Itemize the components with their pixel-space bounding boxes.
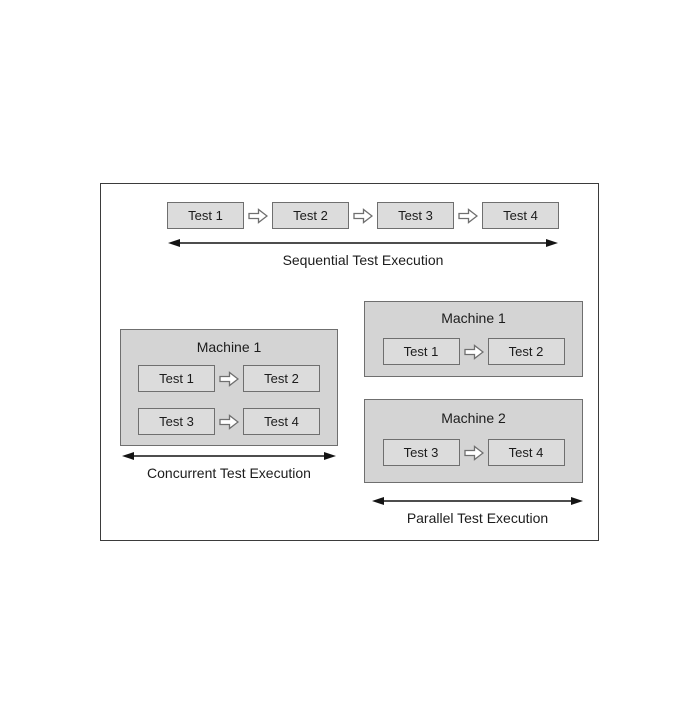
right-arrow-icon xyxy=(458,207,478,224)
machine-test-row: Test 1 Test 2 xyxy=(121,365,337,392)
test-box: Test 1 xyxy=(167,202,244,229)
concurrent-machine-box: Machine 1 Test 1 Test 2 Test 3 Test 4 xyxy=(120,329,338,446)
parallel-machine-box-1: Machine 1 Test 1 Test 2 xyxy=(364,301,583,377)
right-arrow-icon xyxy=(219,413,239,430)
test-box: Test 2 xyxy=(487,338,565,365)
machine-test-row: Test 3 Test 4 xyxy=(121,408,337,435)
right-arrow-icon xyxy=(248,207,268,224)
machine-title: Machine 1 xyxy=(441,310,506,326)
machine-title: Machine 1 xyxy=(196,339,262,355)
right-arrow-icon xyxy=(353,207,373,224)
right-arrow-icon xyxy=(463,444,484,461)
test-box: Test 4 xyxy=(243,408,320,435)
concurrent-label: Concurrent Test Execution xyxy=(147,465,311,481)
double-arrow-icon xyxy=(372,497,583,505)
parallel-machine-box-2: Machine 2 Test 3 Test 4 xyxy=(364,399,583,483)
parallel-label: Parallel Test Execution xyxy=(406,510,549,526)
test-box: Test 4 xyxy=(482,202,559,229)
machine-test-row: Test 3 Test 4 xyxy=(365,439,582,466)
machine-test-row: Test 1 Test 2 xyxy=(365,338,582,365)
sequential-test-row: Test 1 Test 2 Test 3 Test 4 xyxy=(167,202,559,229)
test-box: Test 3 xyxy=(382,439,460,466)
double-arrow-icon xyxy=(168,239,558,247)
test-box: Test 2 xyxy=(272,202,349,229)
test-box: Test 3 xyxy=(138,408,215,435)
double-arrow-icon xyxy=(122,452,336,460)
diagram-frame: Test 1 Test 2 Test 3 Test 4 Sequential T… xyxy=(100,183,599,541)
machine-title: Machine 2 xyxy=(441,410,506,426)
right-arrow-icon xyxy=(219,370,239,387)
sequential-label: Sequential Test Execution xyxy=(282,252,444,268)
right-arrow-icon xyxy=(463,343,484,360)
test-box: Test 1 xyxy=(138,365,215,392)
test-box: Test 4 xyxy=(487,439,565,466)
test-box: Test 2 xyxy=(243,365,320,392)
test-box: Test 3 xyxy=(377,202,454,229)
test-box: Test 1 xyxy=(382,338,460,365)
